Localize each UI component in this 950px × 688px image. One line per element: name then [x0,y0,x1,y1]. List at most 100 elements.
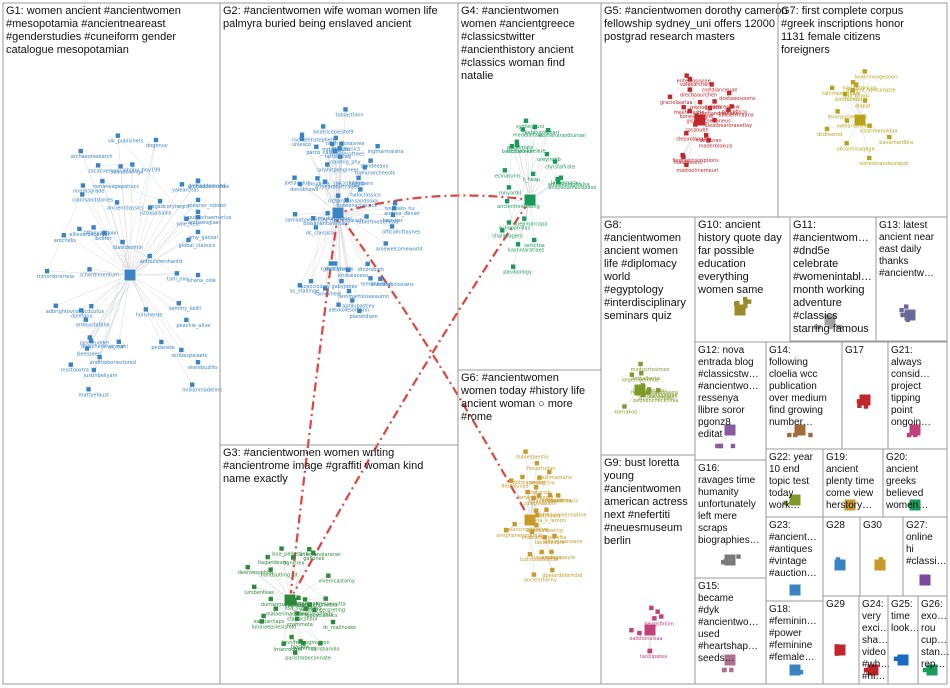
node-label: zacacoeman [88,168,120,174]
node [356,175,361,181]
node-label: nnnmsgrade [73,188,105,194]
node-label: dr_malinoske [323,625,356,631]
node [91,367,97,373]
edge [82,185,131,276]
node-label: sydney_uni [516,124,544,130]
node [515,242,521,247]
group-label-g23: G23:#ancient…#antiques#vintage#auction… [769,520,817,579]
node-label: t_heap [523,177,540,183]
node-label: colorsandstones [72,197,113,203]
node [536,493,542,498]
node [365,261,370,267]
group-label-g28: G28 [826,520,845,531]
node [684,73,689,78]
node-label: pedaschio [529,481,554,487]
node [195,197,201,203]
node [887,134,892,140]
node [723,559,728,564]
node-label: vonasagree [648,393,677,399]
node [857,403,862,408]
edge [79,228,131,276]
node [828,324,834,330]
node-label: lmanroomd [274,647,303,653]
node [114,200,120,205]
node [89,304,94,309]
edge [337,208,395,214]
edge [129,274,182,351]
node [299,136,305,141]
node [323,596,328,601]
node-label: beatricepeistel9 [313,129,353,135]
node [389,224,395,229]
edge [696,84,712,116]
node-label: donoknows [290,187,319,193]
edge [129,217,199,276]
edge [299,212,339,286]
node-label: joelaualuri [284,181,311,187]
node [694,113,699,118]
edge [337,212,353,301]
node [78,308,84,313]
node [330,619,336,625]
node [102,230,107,236]
node-label: archaeoresearch [71,154,113,160]
node [893,656,899,661]
node-label: scherdimeritum [79,272,119,278]
node-label: seanabwings [111,169,144,175]
node [358,187,363,192]
node [299,132,305,137]
node [856,399,862,404]
node [195,272,201,278]
edge [270,598,321,644]
node [649,605,654,611]
node-label: pecelmate [507,145,533,151]
hub-node [643,623,657,637]
node [622,404,627,409]
node-label: tinxzatacolosians [370,282,414,288]
edge [310,212,339,282]
node-label: lolgemoemnoe [622,378,659,384]
node [531,572,537,577]
node [530,171,536,177]
node [906,432,912,438]
hub-node [788,493,802,507]
node [824,126,830,132]
node [726,107,731,112]
node [539,549,544,555]
node [532,237,537,243]
node [392,201,398,206]
edge [86,348,95,371]
node-label: paristrobeconnate [285,656,331,662]
node-label: tobiasthinn [335,112,363,118]
node-label: bonesaplayth [680,114,714,120]
node [292,597,297,603]
edge [289,599,304,644]
edge [129,180,199,276]
node [357,308,362,314]
edge [529,130,549,201]
edge [337,212,371,279]
node-label: robertinelfehead [357,220,399,226]
node-label: ridelauras [696,138,721,144]
node-label: pedanele [151,345,174,351]
node [184,216,189,221]
node-label: isoa_pelinstino [272,552,309,558]
node [153,137,159,143]
edge [117,135,199,233]
edge [55,274,131,306]
node-label: kasnolaratlaes [508,247,545,253]
node-label: boudicca_1962030210 [307,181,364,187]
node [195,360,201,365]
node [157,198,163,204]
node [706,138,711,143]
node-label: ziddehrennaw [705,104,740,110]
node-label: mintosrtosimoz [631,367,670,373]
node-label: dmeaddsmond [188,184,225,190]
node [147,253,152,259]
node [311,216,316,221]
node [862,69,867,74]
node-label: graciolaarlaa [660,100,693,106]
